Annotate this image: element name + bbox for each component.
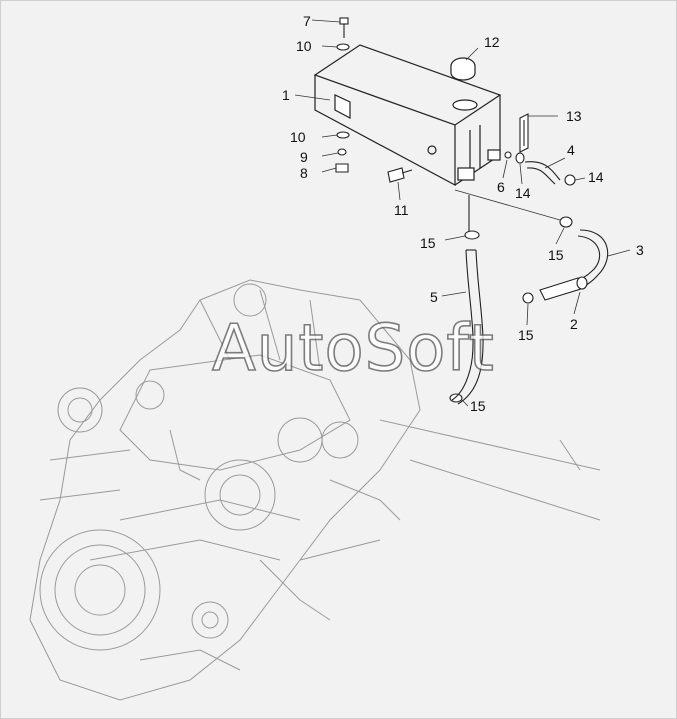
callout-15-upper: 15 [420,235,436,251]
callout-12: 12 [484,34,500,50]
callout-8: 8 [300,165,308,181]
filler-cap [450,57,478,111]
leader-lines [294,19,631,407]
watermark: AutoSoft [211,311,495,387]
expansion-tank [313,44,502,187]
hose-clamps [449,216,573,403]
callout-3: 3 [636,242,644,258]
hose-4 [524,161,561,185]
callout-1: 1 [282,87,290,103]
fastener-stack [335,17,350,173]
callout-15-middle: 15 [518,327,534,343]
callout-5: 5 [430,289,438,305]
callout-11: 11 [394,202,409,218]
callout-10-top: 10 [296,38,312,54]
callout-9: 9 [300,149,308,165]
callout-15-right: 15 [548,247,564,263]
callout-14-right: 14 [588,169,604,185]
callout-14-left: 14 [515,185,531,201]
callout-2: 2 [570,316,578,332]
hose-5 [451,195,484,405]
hose-2 [539,276,588,301]
engine-block [29,279,601,701]
callout-13: 13 [566,108,582,124]
callout-4: 4 [567,142,575,158]
callout-7: 7 [303,13,311,29]
callout-6: 6 [497,179,505,195]
sensor-fitting [387,167,413,183]
small-fittings [504,151,576,186]
callout-15-lower: 15 [470,398,486,414]
level-gauge [519,113,529,153]
callout-10-bottom: 10 [290,129,306,145]
